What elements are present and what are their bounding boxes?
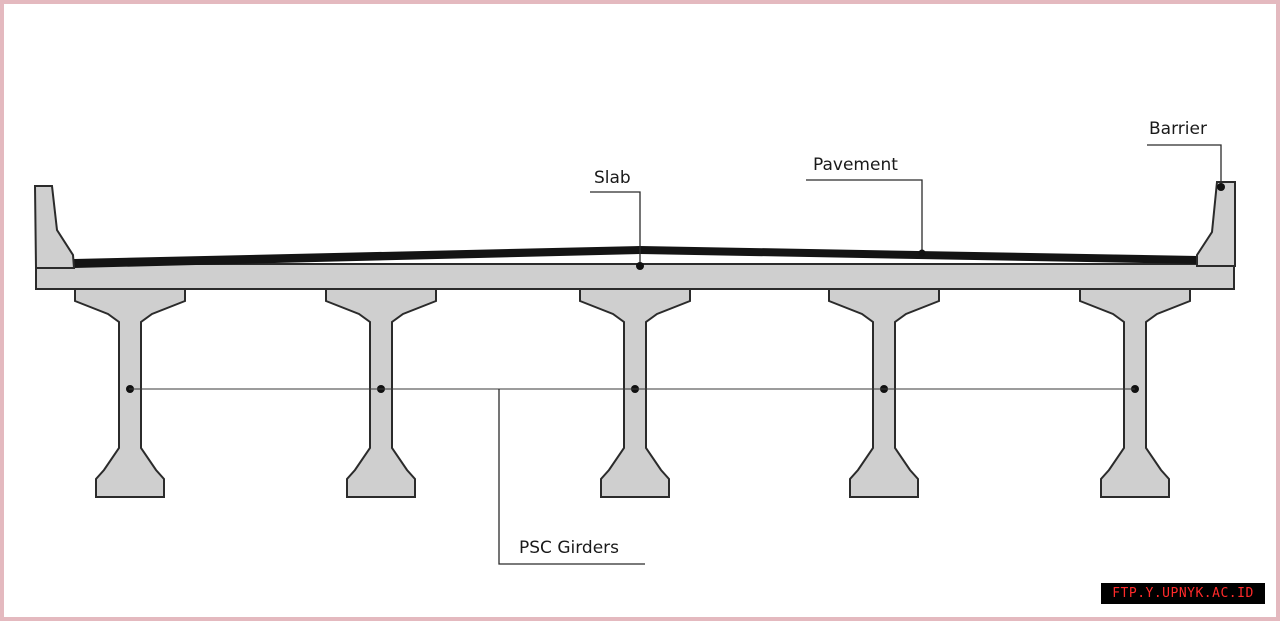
watermark: FTP.Y.UPNYK.AC.ID: [1101, 583, 1265, 604]
barrier-leader-line: [1147, 144, 1222, 186]
psc-girders: [74, 288, 1191, 498]
slab-dot: [636, 262, 644, 270]
right-barrier: [1196, 181, 1236, 267]
left-barrier: [33, 185, 76, 269]
barrier-label: Barrier: [1149, 119, 1207, 139]
pavement-label: Pavement: [813, 155, 898, 175]
slab-label: Slab: [594, 168, 631, 188]
pavement-layer: [74, 246, 1198, 268]
barrier-dot: [1217, 183, 1225, 191]
deck-slab: [35, 263, 1235, 290]
pavement-dot: [918, 249, 926, 257]
slab-leader-line: [590, 191, 641, 266]
girders-leader-line: [498, 389, 645, 565]
girders-label: PSC Girders: [519, 538, 619, 558]
pavement-leader-line: [806, 179, 923, 254]
